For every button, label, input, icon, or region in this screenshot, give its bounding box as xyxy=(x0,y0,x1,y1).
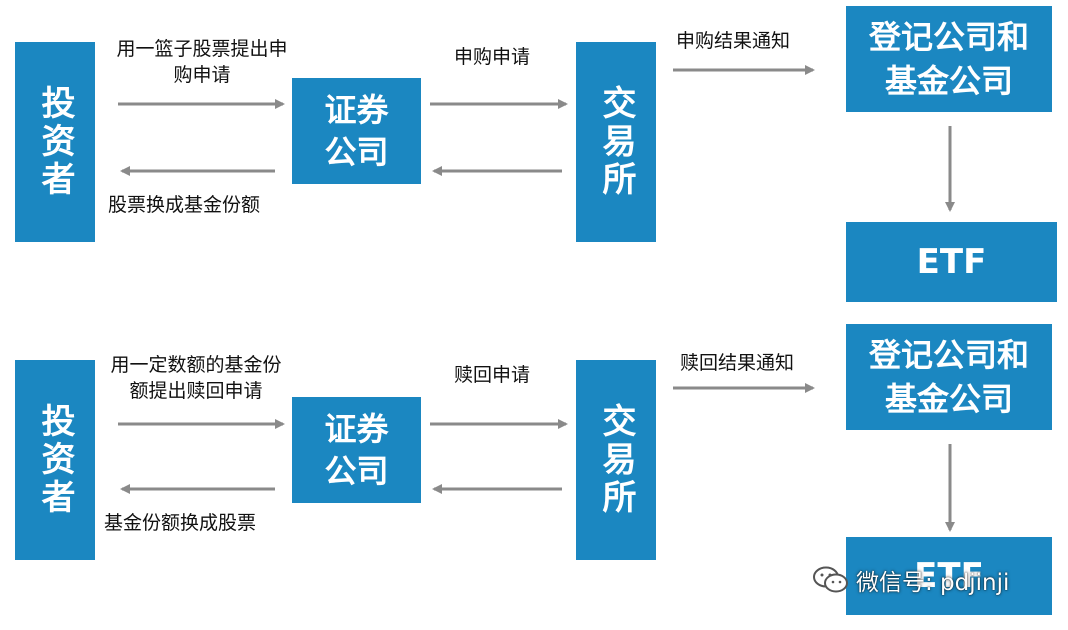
label-broker-to-exchange-bottom: 赎回申请 xyxy=(454,364,531,386)
exchange-box-bottom: 交易所 xyxy=(576,360,656,560)
broker-label-bottom: 证券公司 xyxy=(324,410,389,490)
exchange-label-bottom: 交易所 xyxy=(596,403,636,517)
investor-box-bottom: 投资者 xyxy=(15,360,95,560)
exchange-label-top: 交易所 xyxy=(596,85,636,199)
broker-label-top: 证券公司 xyxy=(324,91,389,171)
etf-box-top: ETF xyxy=(846,222,1057,302)
watermark: 微信号: pdjinji xyxy=(812,562,1009,598)
investor-box-top: 投资者 xyxy=(15,42,95,242)
investor-label-top: 投资者 xyxy=(35,85,75,199)
label-investor-to-broker-top: 用一篮子股票提出申购申请 xyxy=(116,38,288,86)
exchange-box-top: 交易所 xyxy=(576,42,656,242)
etf-box-bottom: ETF xyxy=(846,537,1052,615)
etf-label-bottom: ETF xyxy=(914,556,984,596)
label-broker-to-investor-top: 股票换成基金份额 xyxy=(108,194,261,216)
registrar-label-top: 登记公司和基金公司 xyxy=(868,18,1029,100)
etf-label-top: ETF xyxy=(916,242,987,282)
wechat-icon xyxy=(813,566,848,593)
registrar-box-top: 登记公司和基金公司 xyxy=(846,6,1052,112)
broker-box-bottom: 证券公司 xyxy=(292,397,421,503)
label-investor-to-broker-bottom: 用一定数额的基金份额提出赎回申请 xyxy=(110,354,282,402)
watermark-text: 微信号: pdjinji xyxy=(856,570,1010,596)
label-broker-to-exchange-top: 申购申请 xyxy=(454,46,531,68)
investor-label-bottom: 投资者 xyxy=(35,403,75,517)
broker-box-top: 证券公司 xyxy=(292,78,421,184)
label-broker-to-investor-bottom: 基金份额换成股票 xyxy=(104,512,257,534)
label-exchange-to-registrar-top: 申购结果通知 xyxy=(676,30,791,52)
registrar-box-bottom: 登记公司和基金公司 xyxy=(846,324,1052,430)
label-exchange-to-registrar-bottom: 赎回结果通知 xyxy=(680,352,795,374)
registrar-label-bottom: 登记公司和基金公司 xyxy=(868,336,1029,418)
